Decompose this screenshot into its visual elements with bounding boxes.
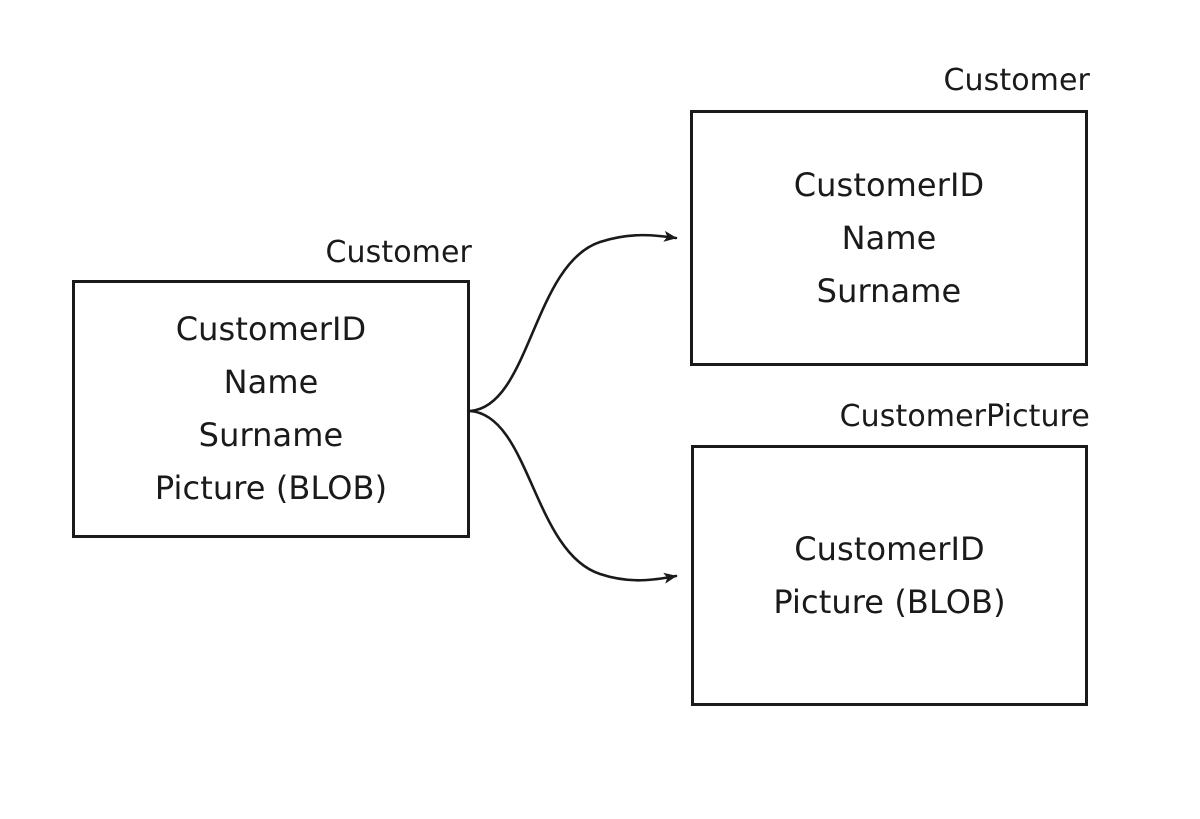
field-item: CustomerID	[794, 529, 985, 568]
field-list: CustomerID Name Surname Picture (BLOB)	[75, 303, 467, 515]
field-item: CustomerID	[175, 310, 367, 348]
field-item: Picture (BLOB)	[773, 582, 1006, 621]
entity-box-target-customerpicture[interactable]: CustomerID Picture (BLOB)	[691, 445, 1088, 706]
field-item: Surname	[198, 416, 344, 454]
field-item: Name	[223, 363, 319, 401]
entity-title-source-customer: Customer	[325, 235, 472, 270]
entity-title-target-customer: Customer	[943, 63, 1090, 98]
field-item: Name	[841, 218, 937, 257]
field-list: CustomerID Picture (BLOB)	[694, 523, 1085, 629]
field-item: CustomerID	[793, 165, 985, 204]
field-item: Surname	[816, 271, 962, 310]
connector-source-to-picture	[468, 409, 678, 584]
entity-box-source-customer[interactable]: CustomerID Name Surname Picture (BLOB)	[72, 280, 470, 538]
field-item: Picture (BLOB)	[154, 469, 388, 507]
connector-source-to-customer	[468, 230, 678, 413]
field-list: CustomerID Name Surname	[693, 159, 1085, 318]
entity-title-target-customerpicture: CustomerPicture	[839, 399, 1090, 434]
entity-box-target-customer[interactable]: CustomerID Name Surname	[690, 110, 1088, 366]
